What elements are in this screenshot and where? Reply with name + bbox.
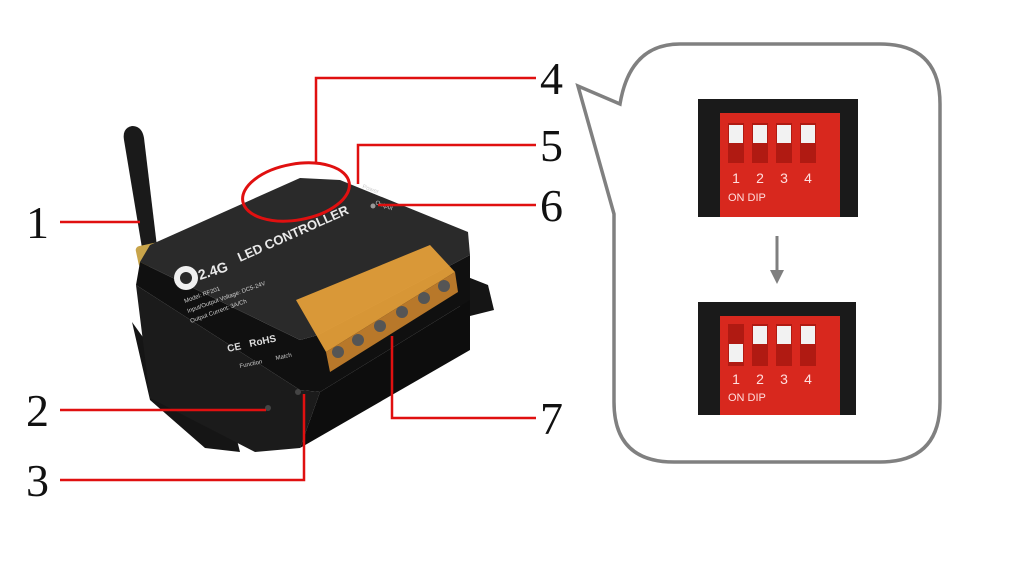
dip-number-2: 2 xyxy=(756,170,764,186)
callout-number-6: 6 xyxy=(540,180,563,231)
dip-toggle-3 xyxy=(777,125,791,143)
dip-bottom-text: ON DIP xyxy=(728,192,766,204)
callout-number-7: 7 xyxy=(540,393,563,444)
dip-switch-location-highlight xyxy=(241,161,351,223)
match-label: Match xyxy=(275,353,292,362)
brand-logo-icon xyxy=(174,266,198,290)
dip-toggle-4 xyxy=(801,326,815,344)
dip-toggle-4 xyxy=(801,125,815,143)
match-button xyxy=(295,389,301,395)
power-label: Power xyxy=(361,184,379,195)
dip-toggle-1 xyxy=(729,344,743,362)
leader-line-7 xyxy=(390,336,536,420)
down-arrow-icon xyxy=(770,236,784,284)
leader-line-4 xyxy=(314,76,536,162)
dip-switch-after: 1 2 3 4 ON DIP xyxy=(698,302,856,415)
function-button xyxy=(265,405,271,411)
dip-number-2: 2 xyxy=(756,371,764,387)
dip-number-4: 4 xyxy=(804,371,812,387)
callout-number-4: 4 xyxy=(540,53,563,104)
callout-number-1: 1 xyxy=(26,197,49,248)
controller-body-top xyxy=(140,178,470,340)
leader-lines xyxy=(60,76,536,482)
dip-number-3: 3 xyxy=(780,371,788,387)
ce-mark: CE xyxy=(226,341,242,355)
leader-line-5 xyxy=(356,143,536,184)
dip-switch-before: 1 2 3 4 ON DIP xyxy=(698,99,858,217)
dip-number-1: 1 xyxy=(732,371,740,387)
callout-number-2: 2 xyxy=(26,385,49,436)
callout-number-3: 3 xyxy=(26,455,49,506)
indicator-led xyxy=(370,203,376,209)
function-label: Function xyxy=(239,359,263,370)
dip-toggle-2 xyxy=(753,125,767,143)
dip-number-1: 1 xyxy=(732,170,740,186)
dip-number-3: 3 xyxy=(780,170,788,186)
dip-bottom-text: ON DIP xyxy=(728,392,766,404)
dip-toggle-1 xyxy=(729,125,743,143)
terminal-block xyxy=(296,245,458,372)
dip-number-4: 4 xyxy=(804,170,812,186)
leader-line-3 xyxy=(60,394,306,482)
dip-toggle-3 xyxy=(777,326,791,344)
dip-toggle-2 xyxy=(753,326,767,344)
callout-number-5: 5 xyxy=(540,120,563,171)
